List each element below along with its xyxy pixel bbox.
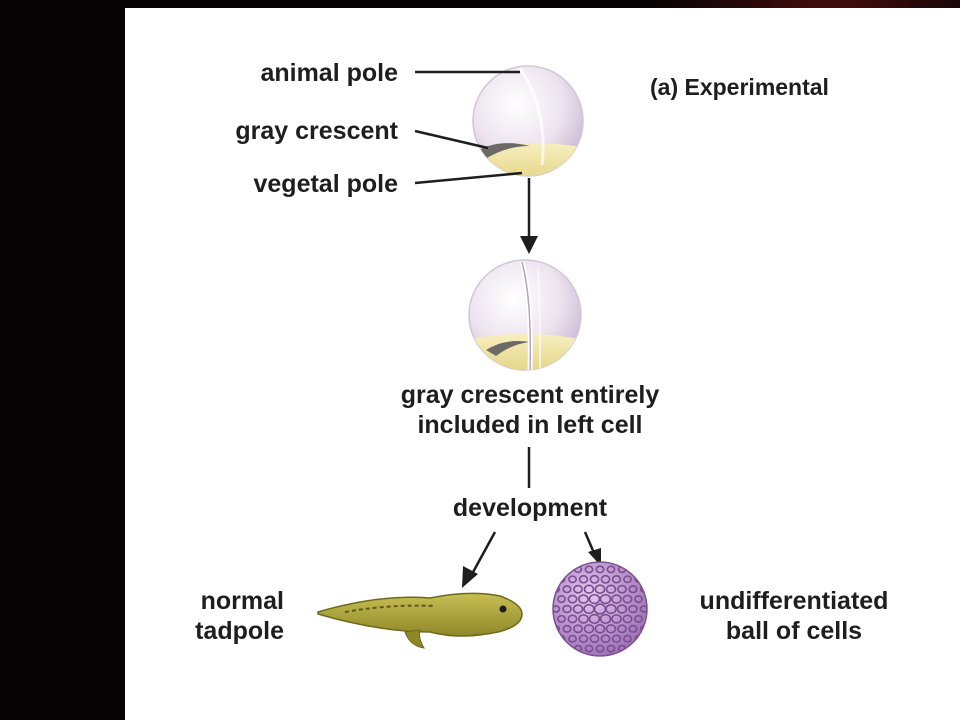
cell-bump bbox=[594, 623, 606, 634]
cell-bump bbox=[639, 605, 647, 613]
cell-bump bbox=[605, 584, 617, 594]
cell-bump bbox=[595, 644, 605, 653]
development-label: development bbox=[452, 494, 608, 522]
vegetal-pole-label: vegetal pole bbox=[253, 170, 399, 198]
cell-bump bbox=[611, 575, 622, 584]
cell-bump bbox=[622, 594, 633, 604]
caption-line-1: gray crescent entirely bbox=[400, 381, 660, 409]
cell-bump bbox=[562, 604, 572, 614]
cell-bump bbox=[588, 593, 601, 605]
cell-bump bbox=[611, 594, 622, 604]
cell-bump bbox=[622, 614, 633, 624]
cell-bump bbox=[628, 604, 638, 614]
gray-crescent-label: gray crescent bbox=[235, 117, 398, 145]
cell-bump bbox=[606, 644, 616, 653]
cell-bump bbox=[589, 634, 600, 644]
cell-bump bbox=[617, 624, 627, 634]
tadpole-illustration bbox=[317, 592, 523, 649]
cell-bump bbox=[611, 614, 622, 624]
two-cell-embryo bbox=[468, 259, 582, 371]
cell-bump bbox=[628, 624, 638, 633]
arrow-head-left bbox=[462, 566, 478, 588]
cell-bump bbox=[600, 634, 611, 644]
animal-pole-label: animal pole bbox=[260, 59, 398, 87]
cell-bump bbox=[584, 644, 594, 653]
undifferentiated-cell-ball bbox=[552, 561, 648, 657]
vegetal-pole-leader bbox=[414, 171, 523, 185]
cell-bump bbox=[583, 584, 595, 594]
cell-bump bbox=[583, 624, 595, 634]
cell-bump bbox=[634, 614, 643, 623]
cell-bump bbox=[589, 574, 600, 584]
cell-bump bbox=[584, 565, 594, 574]
cell-bump bbox=[562, 624, 572, 633]
cell-bump bbox=[595, 565, 605, 574]
cell-bump bbox=[617, 584, 627, 594]
panel-label: (a) Experimental bbox=[650, 74, 829, 100]
arrow-head-1 bbox=[520, 236, 538, 254]
arrow-shaft-right bbox=[583, 531, 596, 554]
cell-bump bbox=[578, 594, 589, 604]
cell-bump bbox=[623, 575, 632, 584]
gray-crescent-leader bbox=[414, 129, 489, 150]
cell-bump bbox=[568, 575, 577, 584]
cell-bump bbox=[594, 584, 606, 595]
cell-bump bbox=[606, 565, 616, 574]
cell-bump bbox=[557, 614, 566, 623]
cell-bump bbox=[616, 604, 628, 614]
tadpole-label-line-1: normal bbox=[200, 587, 284, 615]
cell-bump bbox=[557, 595, 566, 604]
cell-bump bbox=[578, 614, 589, 624]
cell-bump bbox=[600, 574, 611, 584]
cell-bump bbox=[623, 634, 632, 643]
cell-bump bbox=[578, 634, 589, 643]
cell-bump bbox=[567, 594, 578, 604]
cell-bump bbox=[562, 585, 572, 594]
ball-label-line-1: undifferentiated bbox=[699, 587, 889, 615]
cell-bump bbox=[572, 604, 584, 614]
cell-bump bbox=[578, 575, 589, 584]
cell-bump bbox=[573, 584, 583, 594]
cell-bump bbox=[599, 613, 612, 625]
cell-bump bbox=[628, 585, 638, 594]
cell-bump bbox=[599, 593, 612, 605]
cell-bump bbox=[611, 634, 622, 643]
arrow-shaft-left bbox=[470, 531, 497, 575]
fertilized-egg bbox=[472, 65, 584, 177]
caption-line-2: included in left cell bbox=[417, 411, 643, 439]
cell-bump bbox=[567, 614, 578, 624]
cell-bump bbox=[634, 595, 643, 604]
cell-bump bbox=[605, 624, 617, 634]
cell-bump bbox=[568, 634, 577, 643]
ball-label-line-2: ball of cells bbox=[725, 617, 863, 645]
cell-bump bbox=[553, 605, 561, 613]
cell-bump bbox=[588, 613, 601, 625]
tadpole-label-line-2: tadpole bbox=[195, 617, 284, 645]
cell-bump bbox=[573, 624, 583, 634]
cell-bump bbox=[605, 603, 617, 615]
